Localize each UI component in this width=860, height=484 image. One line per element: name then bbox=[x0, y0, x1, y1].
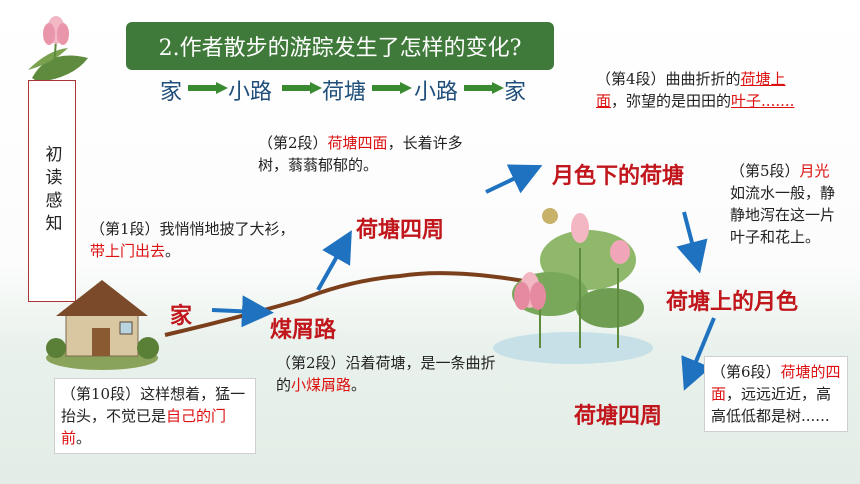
question-title: 2.作者散步的游踪发生了怎样的变化? bbox=[126, 22, 554, 70]
lotus-pond-image bbox=[493, 208, 653, 364]
note-paragraph-6: （第6段）荷塘的四面，远远近近，高高低低都是树...... bbox=[704, 356, 848, 432]
route-step-3: 小路 bbox=[414, 80, 459, 105]
route-step-1: 小路 bbox=[228, 80, 273, 105]
station-path: 煤屑路 bbox=[270, 317, 337, 343]
note-paragraph-2b: （第2段）沿着荷塘，是一条曲折的小煤屑路。 bbox=[276, 354, 496, 394]
route-arrow-icon bbox=[464, 82, 504, 94]
lotus-icon bbox=[28, 16, 88, 82]
note-paragraph-5: （第5段）月光如流水一般，静静地泻在这一片叶子和花上。 bbox=[730, 162, 836, 246]
route-step-4: 家 bbox=[504, 80, 527, 105]
route-arrow-icon bbox=[282, 82, 322, 94]
side-label-box: 初读感知 bbox=[28, 80, 76, 302]
station-around-pond-1: 荷塘四周 bbox=[356, 217, 445, 243]
route-arrow-icon bbox=[372, 82, 412, 94]
arrow-icon bbox=[485, 164, 543, 194]
station-moon-pond: 月色下的荷塘 bbox=[552, 163, 685, 189]
note-paragraph-10: （第10段）这样想着，猛一抬头，不觉已是自己的门前。 bbox=[54, 378, 256, 454]
note-paragraph-4: （第4段）曲曲折折的荷塘上面，弥望的是田田的叶子....... bbox=[596, 70, 795, 110]
side-label: 初读感知 bbox=[41, 145, 62, 237]
arrow-icon bbox=[211, 295, 274, 328]
path-line bbox=[164, 271, 531, 337]
station-home: 家 bbox=[170, 303, 193, 329]
route-step-2: 荷塘 bbox=[322, 80, 367, 105]
note-paragraph-1: （第1段）我悄悄地披了大衫，带上门出去。 bbox=[90, 220, 295, 260]
route-step-0: 家 bbox=[160, 80, 183, 105]
arrow-icon bbox=[316, 230, 352, 291]
arrow-icon bbox=[681, 317, 716, 391]
route-arrow-icon bbox=[188, 82, 228, 94]
arrow-icon bbox=[676, 211, 708, 274]
note-paragraph-2a: （第2段）荷塘四面，长着许多树，蓊蓊郁郁的。 bbox=[258, 134, 463, 174]
station-around-pond-2: 荷塘四周 bbox=[574, 403, 663, 429]
station-moon-on-pond: 荷塘上的月色 bbox=[666, 289, 799, 315]
house-icon bbox=[46, 280, 159, 370]
